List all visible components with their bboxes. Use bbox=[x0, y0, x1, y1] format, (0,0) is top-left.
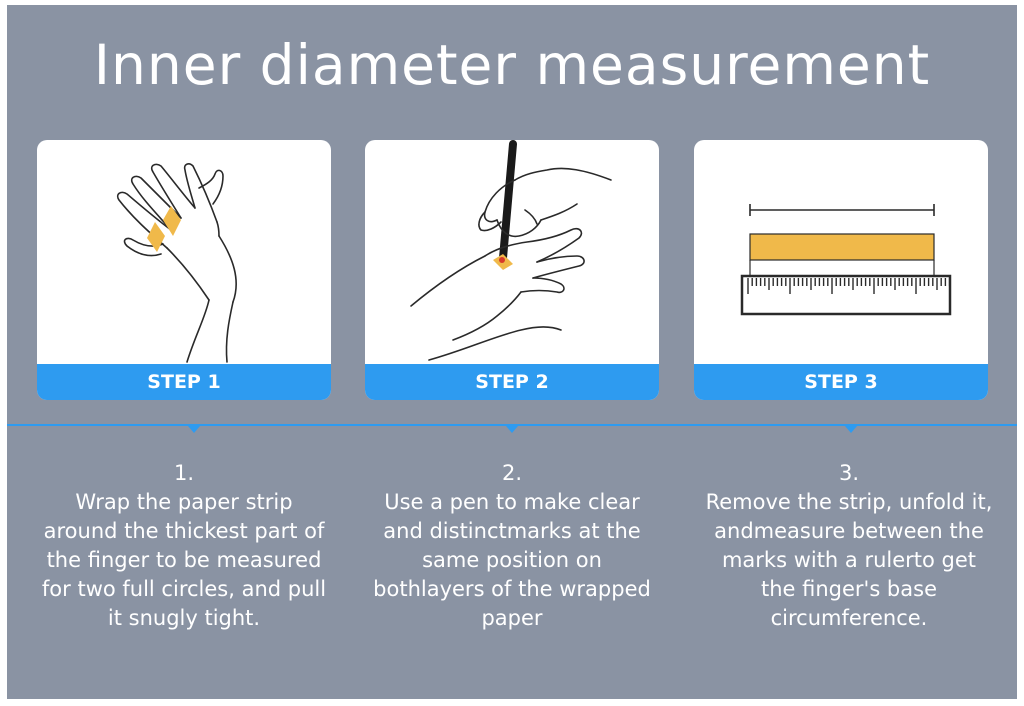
step-2-label: STEP 2 bbox=[365, 364, 659, 400]
paper-strip-mark bbox=[163, 206, 181, 236]
hand-wrapping-strip-illustration bbox=[116, 163, 237, 363]
page-title: Inner diameter measurement bbox=[93, 33, 931, 97]
infographic: Inner diameter measurement bbox=[7, 5, 1017, 699]
step-3-number: 3. bbox=[838, 461, 860, 485]
measurement-line bbox=[749, 204, 935, 216]
pen-mark bbox=[499, 257, 505, 263]
step-3-pointer bbox=[845, 426, 857, 433]
step-3-label: STEP 3 bbox=[694, 364, 988, 400]
step-2-description: 2. Use a pen to make clear and distinctm… bbox=[367, 459, 657, 633]
step-1-number: 1. bbox=[173, 461, 195, 485]
pen-icon bbox=[499, 140, 517, 262]
step-2-number: 2. bbox=[501, 461, 523, 485]
step-3-text: Remove the strip, unfold it, andmeasure … bbox=[705, 490, 993, 630]
step-3-card: STEP 3 bbox=[694, 140, 988, 400]
step-1-description: 1. Wrap the paper strip around the thick… bbox=[39, 459, 329, 633]
step-1-text: Wrap the paper strip around the thickest… bbox=[41, 490, 327, 630]
hand-marking-pen-illustration bbox=[410, 140, 612, 361]
step-2-card: STEP 2 bbox=[365, 140, 659, 400]
strip-and-ruler-illustration bbox=[740, 204, 952, 316]
timeline-divider bbox=[7, 424, 1017, 426]
paper-strip bbox=[749, 233, 935, 261]
paper-strip-mark bbox=[147, 222, 165, 252]
step-1-card: STEP 1 bbox=[37, 140, 331, 400]
step-3-description: 3. Remove the strip, unfold it, andmeasu… bbox=[704, 459, 994, 633]
step-1-pointer bbox=[188, 426, 200, 433]
step-2-pointer bbox=[506, 426, 518, 433]
step-1-label: STEP 1 bbox=[37, 364, 331, 400]
step-2-text: Use a pen to make clear and distinctmark… bbox=[373, 490, 651, 630]
